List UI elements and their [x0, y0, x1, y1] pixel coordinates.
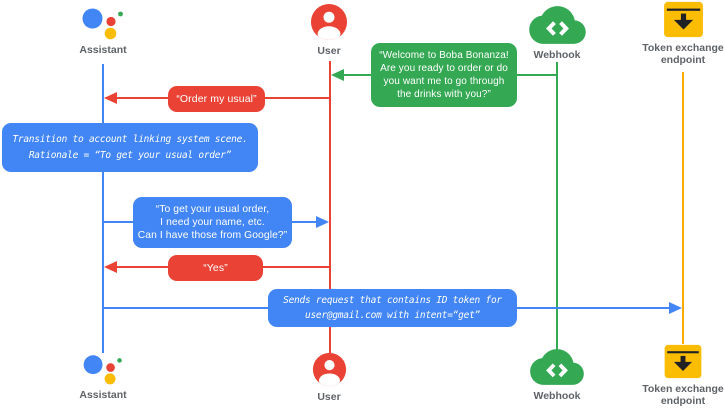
- arrowhead-right-icon: [669, 302, 682, 314]
- assistant-lifeline: [102, 64, 104, 353]
- bubble-line: “To get your usual order,: [155, 204, 270, 215]
- actor-assistant-top: Assistant: [58, 4, 148, 56]
- bubble-line: the drinks with you?”: [397, 89, 491, 100]
- actor-label: Webhook: [533, 390, 581, 402]
- actor-token-endpoint-top: Token exchange endpoint: [628, 1, 725, 66]
- transition-note-box: Transition to account linking system sce…: [2, 123, 258, 172]
- bubble-line: you want me to go through: [383, 76, 505, 87]
- google-assistant-icon: [82, 8, 123, 40]
- actor-assistant-bottom: Assistant: [58, 351, 148, 401]
- token-endpoint-lifeline: [682, 72, 684, 344]
- bubble-line: I need your name, etc.: [160, 217, 265, 228]
- actor-user-bottom: User: [284, 352, 374, 403]
- user-icon: [312, 352, 346, 387]
- note-line: Transition to account linking system sce…: [12, 133, 248, 145]
- actor-label: Assistant: [79, 44, 127, 56]
- actor-label: Token exchange endpoint: [642, 42, 724, 66]
- webhook-lifeline: [556, 62, 558, 350]
- actor-label: Assistant: [79, 389, 127, 401]
- need-info-bubble: “To get your usual order, I need your na…: [133, 197, 292, 248]
- actor-webhook-top: Webhook: [512, 5, 602, 61]
- actor-label: User: [317, 391, 341, 403]
- arrowhead-left-icon: [104, 92, 117, 104]
- webhook-cloud-icon: [530, 349, 584, 385]
- actor-user-top: User: [284, 3, 374, 57]
- welcome-message-bubble: “Welcome to Boba Bonanza! Are you ready …: [371, 43, 517, 107]
- arrowhead-left-icon: [104, 261, 117, 273]
- token-endpoint-icon: [664, 344, 702, 379]
- actor-label: Webhook: [533, 49, 581, 61]
- actor-label: User: [317, 45, 341, 57]
- bubble-line: “Yes”: [203, 261, 228, 274]
- arrowhead-left-icon: [331, 69, 344, 81]
- google-assistant-icon: [83, 355, 122, 385]
- request-line: user@gmail.com with intent=“get”: [304, 310, 481, 321]
- user-lifeline: [329, 61, 331, 353]
- yes-bubble: “Yes”: [168, 255, 263, 281]
- bubble-line: “Order my usual”: [176, 92, 257, 105]
- send-request-bubble: Sends request that contains ID token for…: [268, 289, 517, 327]
- actor-label: Token exchange endpoint: [642, 383, 724, 407]
- user-icon: [310, 3, 348, 41]
- note-line: Rationale = “To get your usual order”: [28, 149, 232, 161]
- bubble-line: “Welcome to Boba Bonanza!: [379, 50, 509, 61]
- actor-token-endpoint-bottom: Token exchange endpoint: [628, 344, 725, 407]
- actor-webhook-bottom: Webhook: [512, 348, 602, 402]
- webhook-cloud-icon: [528, 6, 586, 44]
- token-endpoint-icon: [663, 1, 703, 38]
- bubble-line: Can I have those from Google?”: [137, 230, 288, 241]
- bubble-line: Are you ready to order or do: [380, 63, 508, 74]
- arrowhead-right-icon: [316, 216, 329, 228]
- order-usual-bubble: “Order my usual”: [168, 86, 265, 112]
- request-line: Sends request that contains ID token for: [283, 295, 502, 306]
